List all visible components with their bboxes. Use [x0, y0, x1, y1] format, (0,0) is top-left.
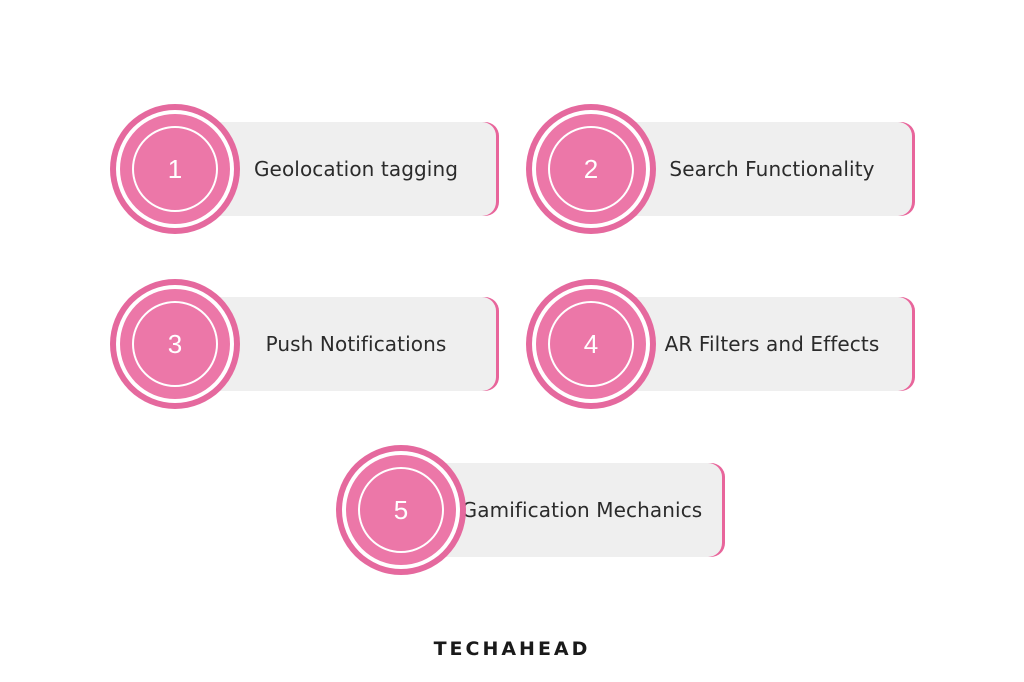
number-badge: 4: [526, 279, 656, 409]
feature-number: 5: [393, 494, 409, 525]
number-circle: 2: [548, 126, 634, 212]
number-badge: 1: [110, 104, 240, 234]
feature-label: Gamification Mechanics: [461, 498, 703, 522]
number-circle: 4: [548, 301, 634, 387]
number-badge: 3: [110, 279, 240, 409]
number-circle: 1: [132, 126, 218, 212]
feature-card-2: Search Functionality 2: [526, 104, 916, 234]
feature-number: 2: [583, 153, 599, 184]
brand-logo: TECHAHEAD: [433, 638, 591, 660]
feature-card-4: AR Filters and Effects 4: [526, 279, 916, 409]
number-badge: 5: [336, 445, 466, 575]
feature-number: 3: [167, 328, 183, 359]
number-badge: 2: [526, 104, 656, 234]
feature-card-5: Gamification Mechanics 5: [336, 445, 726, 575]
feature-number: 4: [583, 328, 599, 359]
number-circle: 3: [132, 301, 218, 387]
feature-number: 1: [167, 153, 183, 184]
feature-card-3: Push Notifications 3: [110, 279, 500, 409]
feature-label: Search Functionality: [669, 157, 875, 181]
feature-label: AR Filters and Effects: [664, 332, 880, 356]
feature-label: Geolocation tagging: [253, 157, 459, 181]
number-circle: 5: [358, 467, 444, 553]
feature-card-1: Geolocation tagging 1: [110, 104, 500, 234]
feature-label: Push Notifications: [265, 332, 447, 356]
